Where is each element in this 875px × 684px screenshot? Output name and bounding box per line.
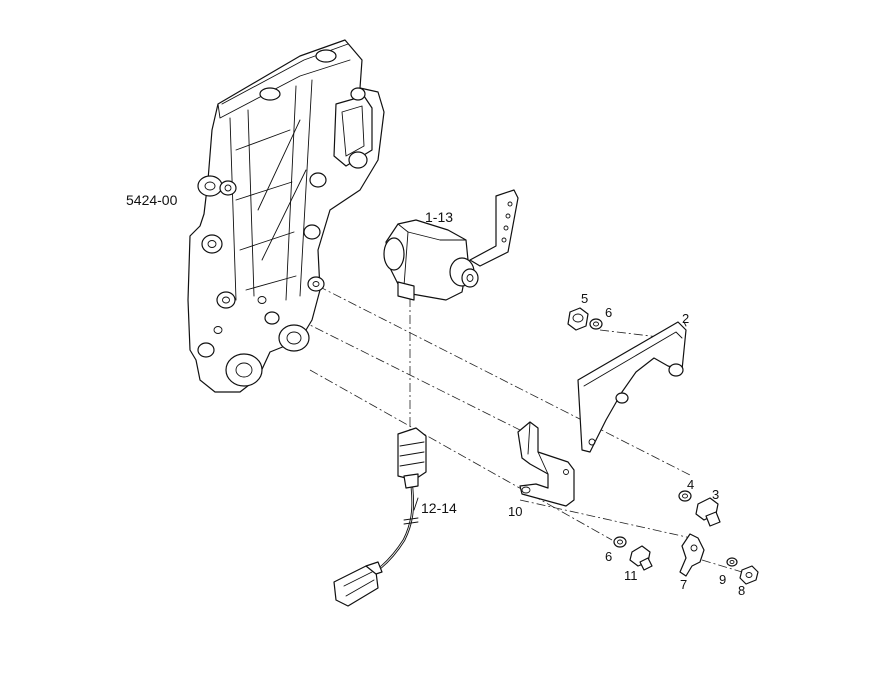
label-washer-9: 9 [719, 572, 726, 587]
label-washer-4: 4 [687, 477, 694, 492]
label-harness: 12-14 [421, 500, 457, 516]
bolt-8 [739, 565, 759, 585]
label-bracket-10: 10 [508, 504, 522, 519]
label-bolt-11: 11 [624, 568, 638, 583]
label-washer-6-top: 6 [605, 305, 612, 320]
bolt-3 [695, 497, 721, 527]
housing-5424-00 [187, 39, 385, 393]
washer-6-top [589, 318, 603, 330]
washer-9 [726, 557, 738, 567]
label-housing: 5424-00 [126, 192, 178, 208]
sensor-1-13 [383, 189, 519, 301]
label-clip-7: 7 [680, 577, 687, 592]
bracket-10 [517, 421, 575, 507]
label-bolt-8: 8 [738, 583, 745, 598]
washer-6-bottom [613, 536, 627, 548]
bolt-11 [629, 545, 653, 571]
label-washer-6-bottom: 6 [605, 549, 612, 564]
label-bracket-2: 2 [682, 311, 689, 326]
nut-5 [567, 307, 589, 331]
label-bolt-3: 3 [712, 487, 719, 502]
washer-4 [678, 490, 692, 502]
leader-lines [413, 321, 687, 511]
bracket-2 [577, 321, 687, 453]
harness-12-14 [333, 427, 427, 607]
clip-7 [679, 533, 705, 577]
label-sensor: 1-13 [425, 209, 453, 225]
label-nut-5: 5 [581, 291, 588, 306]
